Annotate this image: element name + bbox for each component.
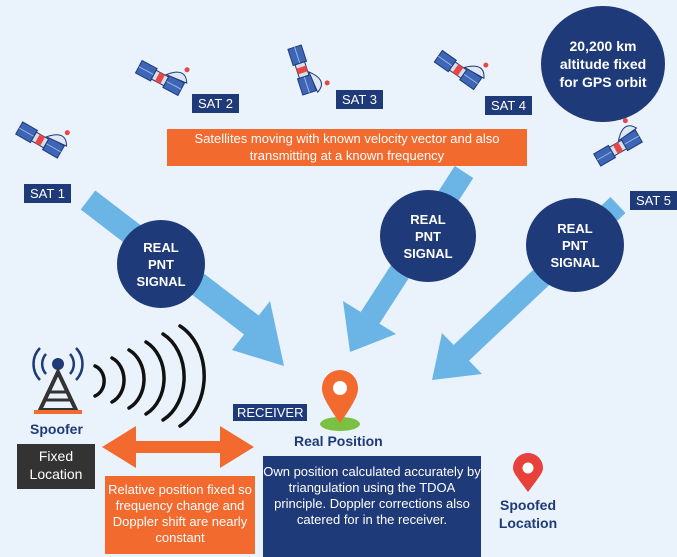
spoofed-location-label: Spoofed Location — [498, 497, 558, 531]
sat-1-label: SAT 1 — [24, 184, 71, 203]
sat-3-label: SAT 3 — [336, 90, 383, 109]
satellite-banner: Satellites moving with known velocity ve… — [167, 129, 527, 166]
altitude-note-circle: 20,200 km altitude fixed for GPS orbit — [541, 6, 665, 122]
spoofer-label: Spoofer — [30, 421, 83, 437]
real-pnt-signal-label-3: REAL PNT SIGNAL — [550, 220, 600, 270]
sat-2-label: SAT 2 — [192, 94, 239, 113]
fixed-location-box: Fixed Location — [17, 444, 95, 489]
real-position-pin-icon — [320, 370, 360, 431]
relative-position-note: Relative position fixed so frequency cha… — [105, 476, 255, 554]
altitude-note-text: 20,200 km altitude fixed for GPS orbit — [559, 38, 647, 90]
receiver-label: RECEIVER — [233, 404, 308, 421]
real-pnt-signal-circle-2: REAL PNT SIGNAL — [380, 190, 476, 282]
sat-5-label: SAT 5 — [630, 191, 677, 210]
sat-4-label: SAT 4 — [485, 96, 532, 115]
real-pnt-signal-label-1: REAL PNT SIGNAL — [136, 239, 186, 289]
satellite-1-icon — [15, 108, 75, 160]
satellite-4-icon — [433, 37, 493, 92]
own-position-note: Own position calculated accurately by tr… — [263, 456, 481, 557]
satellite-5-icon — [585, 115, 645, 167]
relative-position-double-arrow — [102, 426, 254, 468]
real-pnt-signal-circle-3: REAL PNT SIGNAL — [526, 198, 624, 292]
satellite-2-icon — [135, 46, 195, 97]
spoofer-tower-icon — [32, 347, 84, 414]
real-position-label: Real Position — [294, 433, 383, 449]
satellite-3-icon — [287, 39, 332, 98]
spoofed-location-pin-icon — [513, 453, 543, 492]
real-pnt-signal-label-2: REAL PNT SIGNAL — [403, 211, 453, 261]
real-pnt-signal-circle-1: REAL PNT SIGNAL — [117, 220, 205, 308]
spoofer-waves — [93, 324, 206, 428]
